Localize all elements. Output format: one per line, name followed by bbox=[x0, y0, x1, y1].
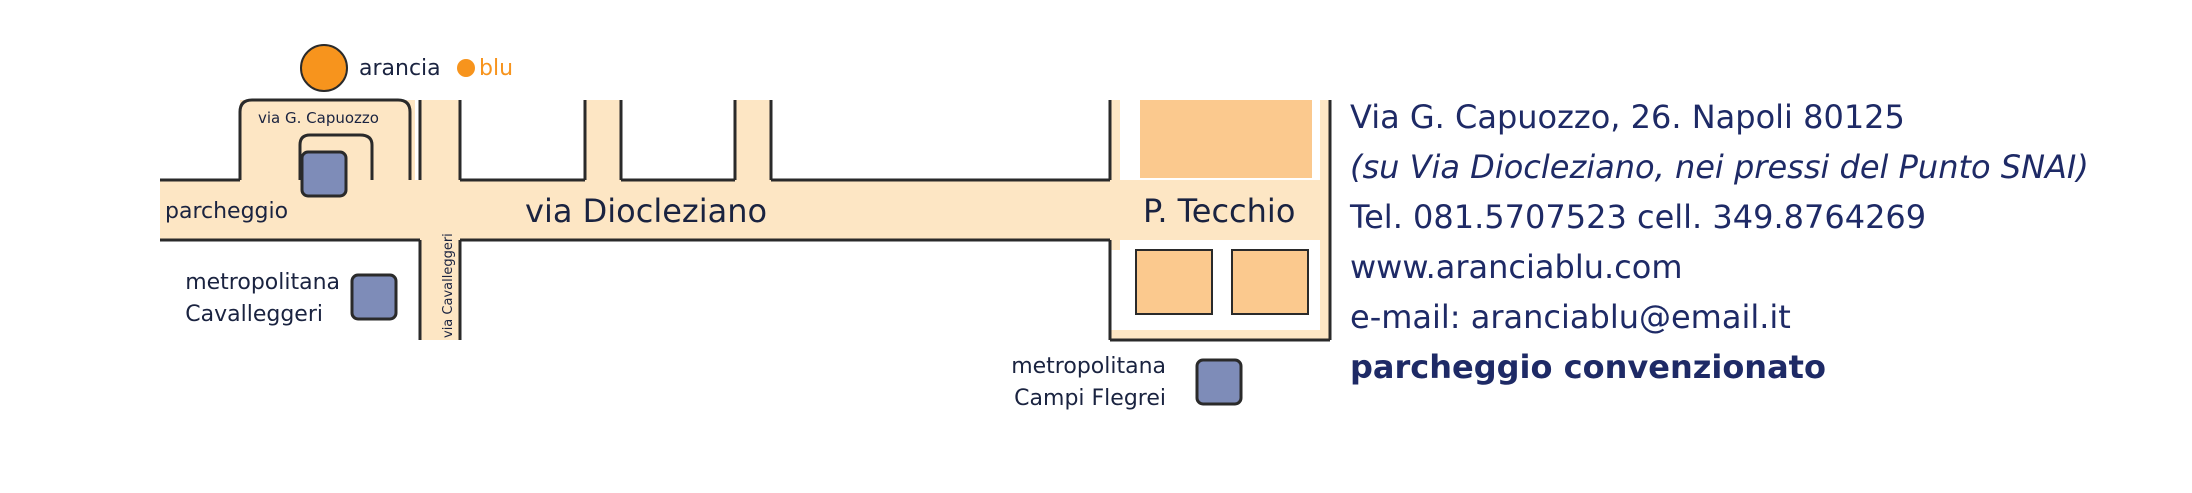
contact-info: Via G. Capuozzo, 26. Napoli 80125 (su Vi… bbox=[1350, 92, 2170, 392]
street-label-diocleziano: via Diocleziano bbox=[525, 192, 767, 230]
contact-website[interactable]: www.aranciablu.com bbox=[1350, 248, 1683, 286]
contact-parking: parcheggio convenzionato bbox=[1350, 348, 1826, 386]
tecchio-blocks bbox=[1135, 100, 1312, 315]
contact-note: (su Via Diocleziano, nei pressi del Punt… bbox=[1350, 148, 2089, 186]
metro-label-line2: Campi Flegrei bbox=[1014, 386, 1166, 411]
metro-label-line1: metropolitana bbox=[1011, 354, 1166, 379]
contact-email[interactable]: e-mail: aranciablu@email.it bbox=[1350, 298, 1791, 336]
contact-address: Via G. Capuozzo, 26. Napoli 80125 bbox=[1350, 98, 1905, 136]
metro-station-icon bbox=[1195, 358, 1243, 406]
brand-dot-icon bbox=[457, 59, 475, 77]
contact-phone: Tel. 081.5707523 cell. 349.8764269 bbox=[1350, 198, 1927, 236]
street-label-capuozzo: via G. Capuozzo bbox=[258, 109, 379, 127]
road-outlines bbox=[160, 98, 1332, 342]
place-label-parking: parcheggio bbox=[165, 199, 288, 224]
parking-marker-icon bbox=[300, 150, 348, 198]
street-map: arancia blu via G. Capuozzo via Dioclezi… bbox=[160, 44, 1332, 411]
orange-circle-icon bbox=[300, 44, 348, 92]
brand-name-part2: blu bbox=[479, 56, 513, 81]
street-label-cavalleggeri: via Cavalleggeri bbox=[441, 233, 456, 338]
metro-station-icon bbox=[350, 273, 398, 321]
brand-logo: arancia blu bbox=[300, 44, 513, 92]
road-network bbox=[160, 100, 1330, 340]
metro-label-line1: metropolitana bbox=[185, 270, 340, 295]
place-label-tecchio: P. Tecchio bbox=[1143, 192, 1295, 230]
brand-name-part1: arancia bbox=[359, 56, 441, 81]
metro-label-line2: Cavalleggeri bbox=[185, 302, 323, 327]
